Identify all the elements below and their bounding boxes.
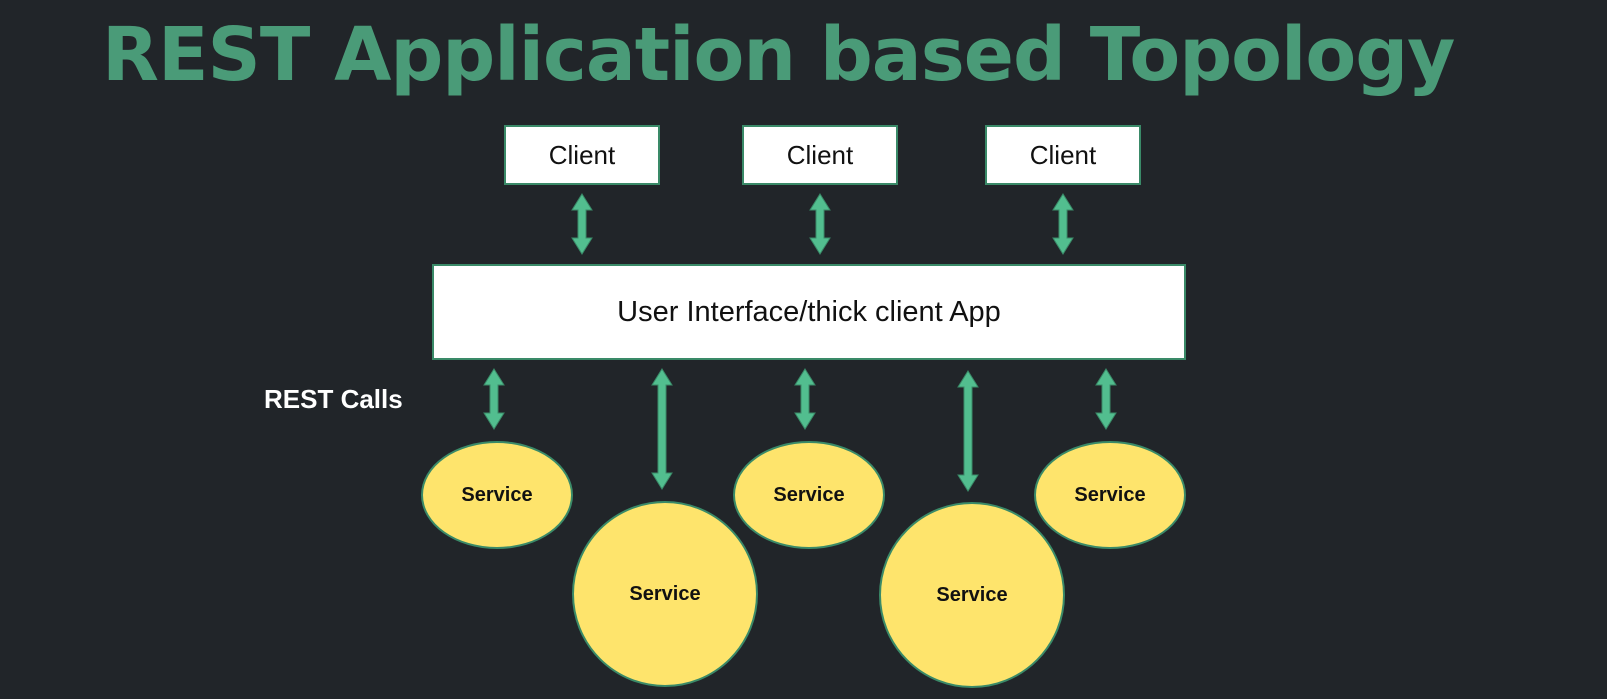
service-node-4: Service [879, 502, 1065, 688]
client-box-3: Client [985, 125, 1141, 185]
service-node-1: Service [421, 441, 573, 549]
rest-calls-label: REST Calls [264, 384, 403, 414]
client-box-1: Client [504, 125, 660, 185]
slide-title: REST Application based Topology [102, 12, 1455, 98]
service-node-3: Service [733, 441, 885, 549]
service-5-double-arrow [1095, 368, 1117, 430]
ui-app-box: User Interface/thick client App [432, 264, 1186, 360]
client-3-double-arrow [1052, 193, 1074, 255]
client-1-double-arrow [571, 193, 593, 255]
service-node-2: Service [572, 501, 758, 687]
client-box-2: Client [742, 125, 898, 185]
service-3-double-arrow [794, 368, 816, 430]
service-2-double-arrow [651, 368, 673, 490]
service-4-double-arrow [957, 370, 979, 492]
service-node-5: Service [1034, 441, 1186, 549]
client-2-double-arrow [809, 193, 831, 255]
service-1-double-arrow [483, 368, 505, 430]
